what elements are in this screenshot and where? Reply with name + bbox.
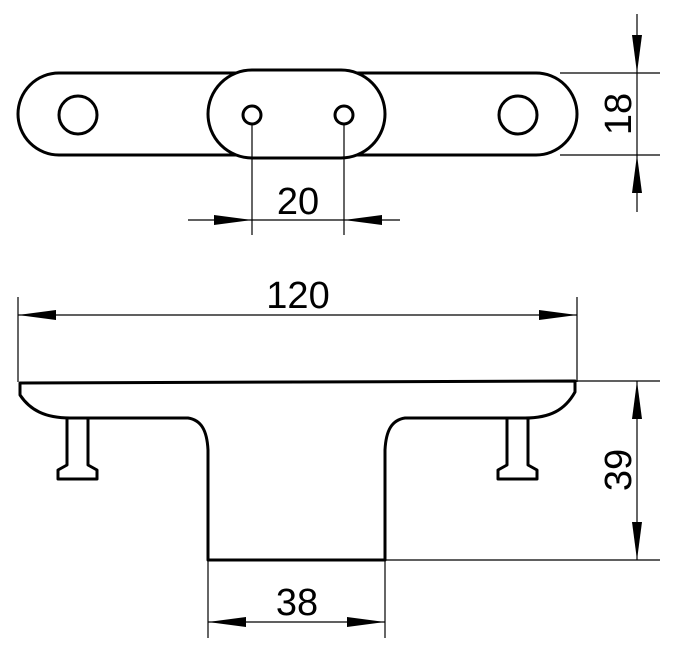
dimension-20: 20: [188, 124, 400, 235]
dimension-label: 20: [277, 181, 319, 223]
mounting-hole-right: [497, 94, 539, 136]
dimension-120: 120: [17, 275, 578, 382]
dimension-label: 39: [598, 449, 640, 491]
dimension-label: 120: [266, 275, 329, 317]
dimension-label: 18: [598, 93, 640, 135]
pin-right: [496, 418, 539, 481]
cleat-body: [18, 379, 577, 562]
dimension-label: 38: [276, 582, 318, 624]
top-view: 20 18: [16, 14, 660, 235]
dimension-18: 18: [560, 14, 660, 212]
dimension-38: 38: [207, 560, 386, 638]
center-boss: [206, 68, 387, 160]
side-view: 120 39 38: [17, 275, 660, 638]
dimension-39: 39: [385, 380, 660, 561]
mounting-hole-left: [57, 94, 99, 136]
pin-left: [56, 418, 99, 481]
